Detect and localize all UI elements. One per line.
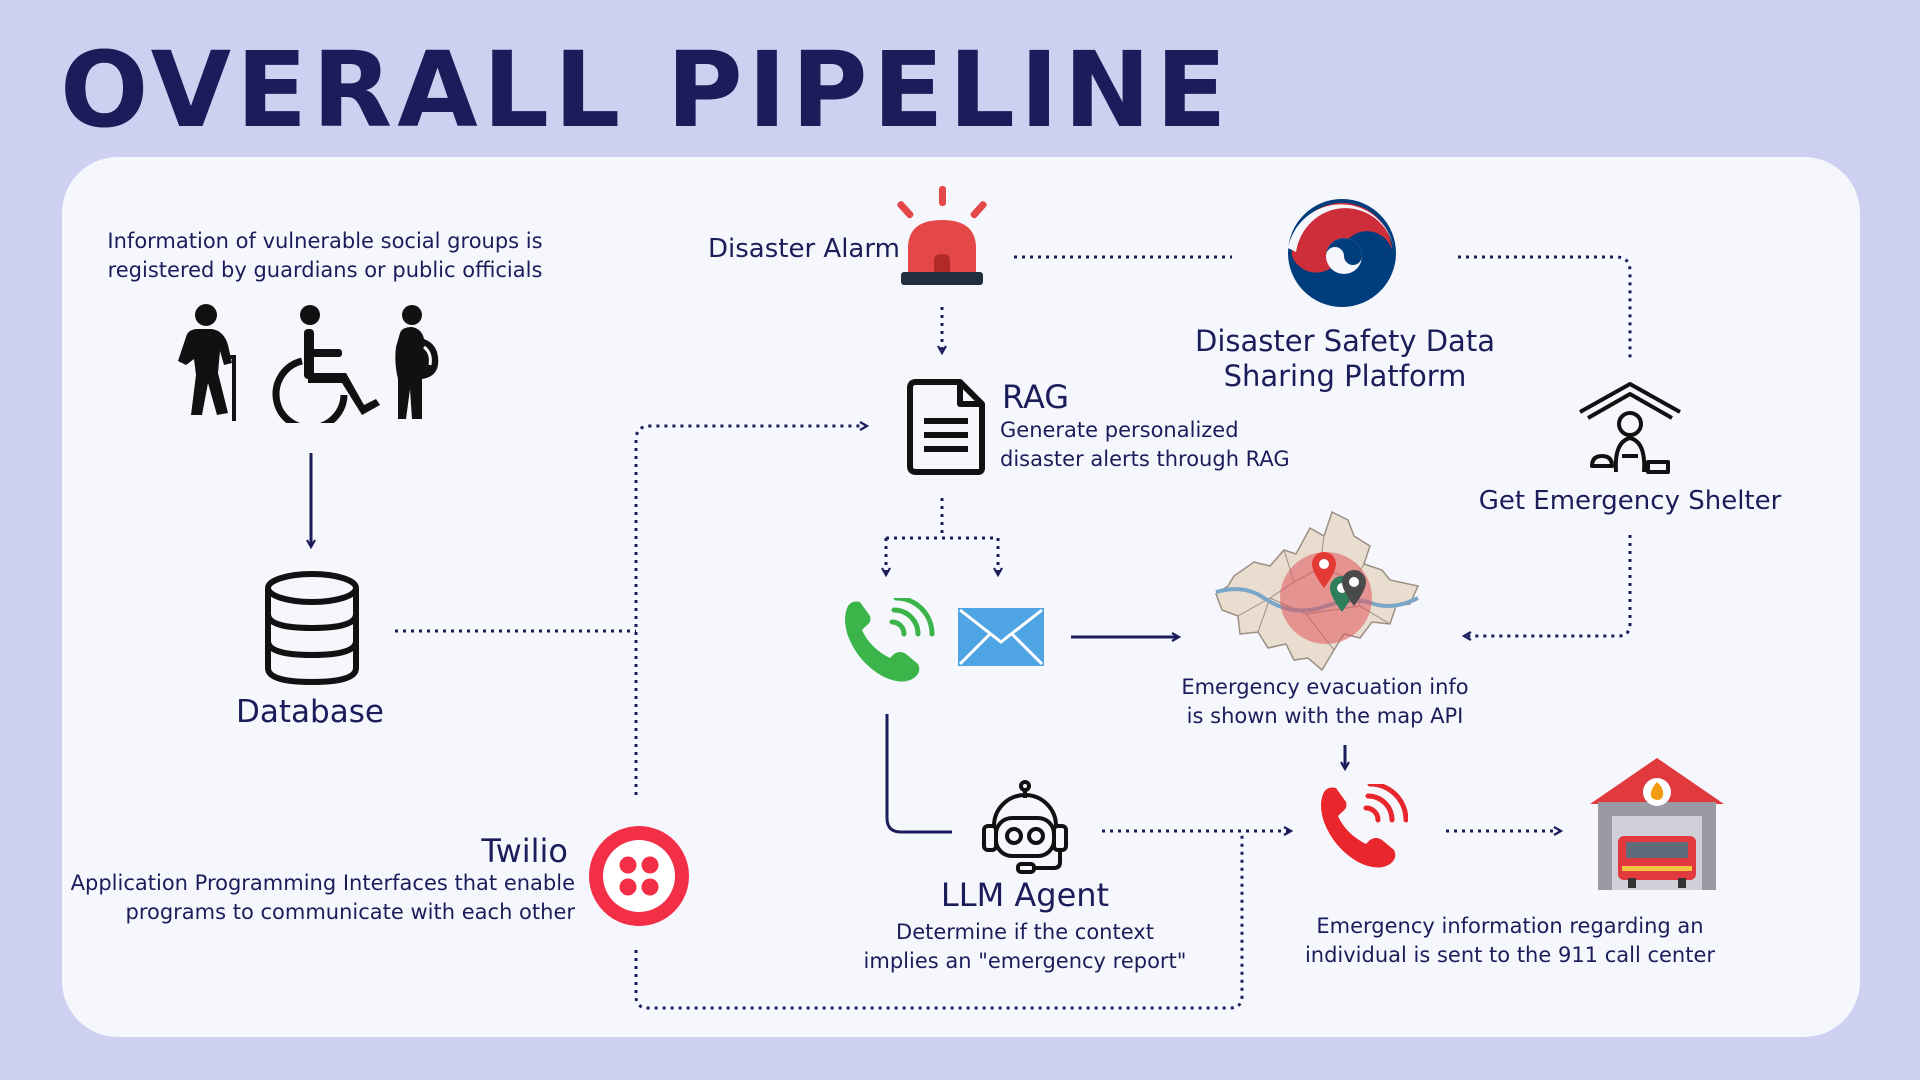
shelter-icon — [1579, 382, 1681, 474]
disaster-alarm-label: Disaster Alarm — [708, 234, 900, 264]
vulnerable-groups-text: Information of vulnerable social groups … — [107, 229, 543, 282]
twilio-logo — [589, 826, 689, 926]
siren-icon — [897, 186, 987, 285]
korea-gov-emblem — [1288, 199, 1396, 307]
rag-label: RAG — [1002, 378, 1070, 416]
pregnant-woman-icon — [395, 305, 439, 419]
twilio-label: Twilio — [481, 832, 568, 870]
line-phone-to-llm — [885, 714, 952, 834]
database-label: Database — [236, 694, 384, 730]
elderly-icon — [178, 304, 236, 421]
rag-description: Generate personalized disaster alerts th… — [1000, 418, 1290, 471]
line-twilio-to-emergency-call — [634, 834, 1244, 1010]
wheelchair-icon — [272, 305, 380, 423]
line-rag-split — [886, 498, 998, 540]
platform-label: Disaster Safety Data Sharing Platform — [1195, 324, 1495, 393]
emergency-description: Emergency information regarding an indiv… — [1304, 914, 1716, 967]
phone-call-icon — [845, 598, 935, 682]
twilio-description: Application Programming Interfaces that … — [70, 871, 575, 924]
emergency-call-icon — [1321, 784, 1408, 868]
shelter-label: Get Emergency Shelter — [1478, 486, 1782, 516]
database-icon — [265, 571, 359, 686]
arrow-shelter-to-map — [1465, 535, 1632, 636]
map-description: Emergency evacuation info is shown with … — [1181, 675, 1469, 728]
diagram-panel — [62, 157, 1860, 1037]
line-twilio-up-to-rag — [634, 426, 866, 795]
document-icon — [907, 379, 985, 475]
llm-agent-description: Determine if the context implies an "eme… — [863, 920, 1187, 973]
fire-station-icon — [1590, 758, 1724, 890]
mail-icon — [958, 608, 1044, 666]
line-platform-to-shelter — [1458, 255, 1632, 362]
seoul-map-icon — [1215, 510, 1420, 672]
llm-agent-label: LLM Agent — [940, 876, 1110, 914]
robot-agent-icon — [982, 780, 1068, 874]
page-title: OVERALL PIPELINE — [60, 29, 1232, 151]
